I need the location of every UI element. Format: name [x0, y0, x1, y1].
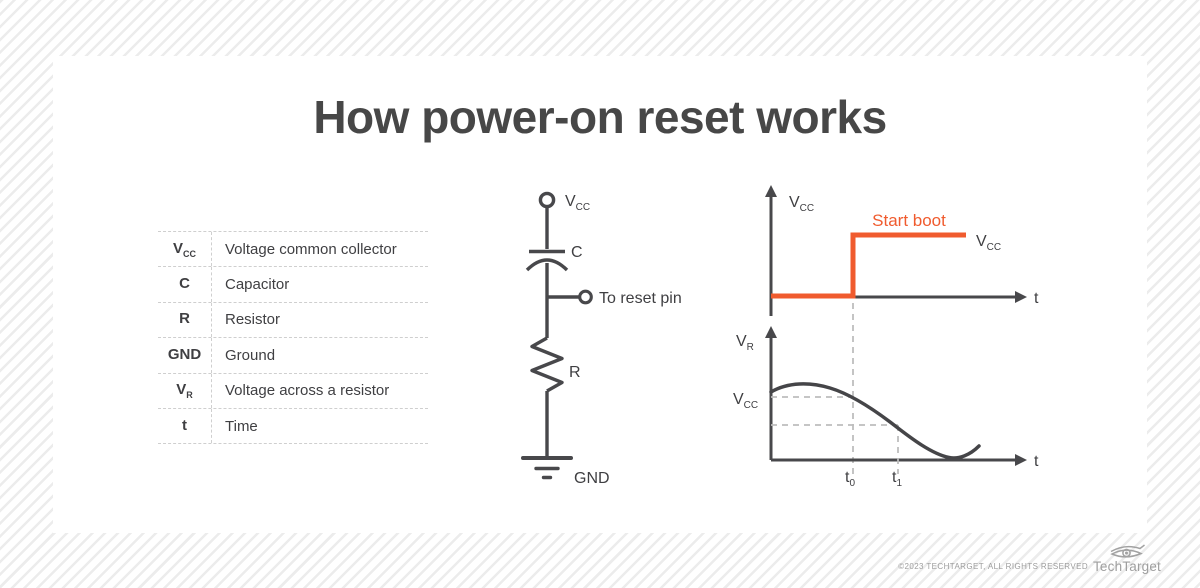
techtarget-logo: TechTarget: [1092, 542, 1162, 574]
y-axis-arrow-icon: [765, 326, 777, 338]
graph-top-x-label: t: [1034, 290, 1039, 307]
infographic-card: How power-on reset works VCC Voltage com…: [53, 56, 1147, 533]
start-boot-annotation: Start boot: [872, 211, 946, 230]
legend-term: R: [179, 310, 190, 328]
y-axis-arrow-icon: [765, 185, 777, 197]
t0-tick-label: t0: [845, 469, 855, 489]
legend-description: Voltage across a resistor: [211, 373, 428, 408]
rc-circuit-diagram: VCC C To reset pin R GND: [521, 191, 682, 487]
legend-row-vr: VR Voltage across a resistor: [158, 373, 428, 409]
legend-description: Resistor: [211, 302, 428, 338]
legend-row-r: R Resistor: [158, 302, 428, 339]
eye-icon: [1110, 544, 1145, 558]
legend-term: GND: [167, 345, 202, 363]
graph-bottom-y-label: VR: [736, 333, 754, 353]
legend-description: Capacitor: [211, 267, 428, 302]
graph-vcc-vs-time: VCC t Start boot VCC: [765, 185, 1039, 478]
legend-term: VCC: [172, 239, 196, 259]
legend-term: C: [179, 275, 190, 293]
reset-pin-terminal-icon: [578, 289, 593, 305]
circuit-resistor-label: R: [569, 364, 581, 381]
vr-decay-curve: [769, 382, 981, 460]
legend-description: Voltage common collector: [211, 232, 428, 267]
legend-description: Time: [211, 408, 428, 444]
vcc-step-line: [771, 232, 966, 299]
ground-icon: [521, 456, 573, 480]
legend-term: VR: [176, 381, 193, 401]
graph-top-y-label: VCC: [789, 194, 814, 214]
vcc-terminal-icon: [538, 191, 556, 209]
capacitor-curved-plate-icon: [525, 258, 569, 272]
x-axis-arrow-icon: [1015, 454, 1027, 466]
circuit-vcc-label: VCC: [565, 193, 590, 213]
brand-name: TechTarget: [1092, 559, 1162, 574]
legend-row-vcc: VCC Voltage common collector: [158, 232, 428, 268]
x-axis-arrow-icon: [1015, 291, 1027, 303]
circuit-ground-label: GND: [574, 470, 610, 487]
graph-vr-vs-time: VR VCC t t0 t1: [733, 326, 1039, 489]
resistor-icon: [530, 336, 564, 393]
legend-row-c: C Capacitor: [158, 267, 428, 303]
vcc-level-label: VCC: [733, 391, 758, 411]
circuit-reset-pin-label: To reset pin: [599, 290, 682, 307]
legend-row-t: t Time: [158, 408, 428, 445]
vcc-line-label: VCC: [976, 233, 1001, 253]
legend-table: VCC Voltage common collector C Capacitor…: [158, 231, 428, 445]
circuit-capacitor-label: C: [571, 244, 583, 261]
page-title: How power-on reset works: [313, 91, 887, 143]
legend-row-gnd: GND Ground: [158, 338, 428, 374]
legend-term: t: [182, 416, 187, 434]
t1-tick-label: t1: [892, 469, 902, 489]
legend-description: Ground: [211, 338, 428, 373]
graph-bottom-x-label: t: [1034, 453, 1039, 470]
copyright-text: ©2023 TECHTARGET, ALL RIGHTS RESERVED: [898, 562, 1088, 571]
voltage-time-graphs: VCC t Start boot VCC VR VCC t t0 t1: [733, 185, 1039, 489]
